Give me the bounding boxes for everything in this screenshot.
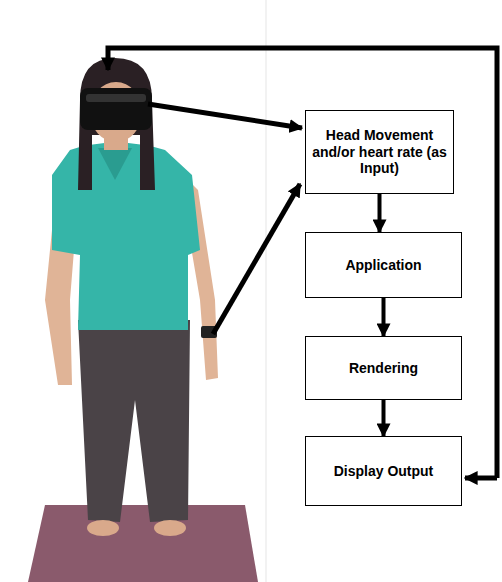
- process-box: Display Output: [305, 436, 462, 506]
- trousers: [78, 320, 190, 522]
- foot: [87, 520, 119, 536]
- process-box: Rendering: [305, 336, 462, 400]
- collar: [98, 148, 132, 180]
- feedback-arrow: [108, 48, 497, 478]
- headset-input-arrow: [148, 104, 302, 128]
- vr-headset-detail: [86, 94, 146, 102]
- vr-headset: [80, 88, 152, 130]
- yoga-mat: [28, 505, 258, 582]
- box-label: Application: [345, 257, 421, 274]
- process-box: Application: [305, 232, 462, 298]
- hair: [78, 58, 155, 190]
- flow-arrow: [382, 400, 386, 436]
- flow-arrow: [378, 194, 382, 232]
- flow-arrow: [382, 298, 386, 336]
- foot: [154, 520, 186, 536]
- box-label: Display Output: [334, 463, 434, 480]
- photo-edge: [265, 0, 267, 582]
- box-label: Rendering: [349, 360, 418, 377]
- wrist-input-arrow: [213, 184, 300, 334]
- box-label: Head Movement and/or heart rate (as Inpu…: [312, 127, 447, 177]
- feedback-arrow: [465, 476, 497, 481]
- shirt: [52, 143, 200, 331]
- process-box: Head Movement and/or heart rate (as Inpu…: [305, 110, 454, 194]
